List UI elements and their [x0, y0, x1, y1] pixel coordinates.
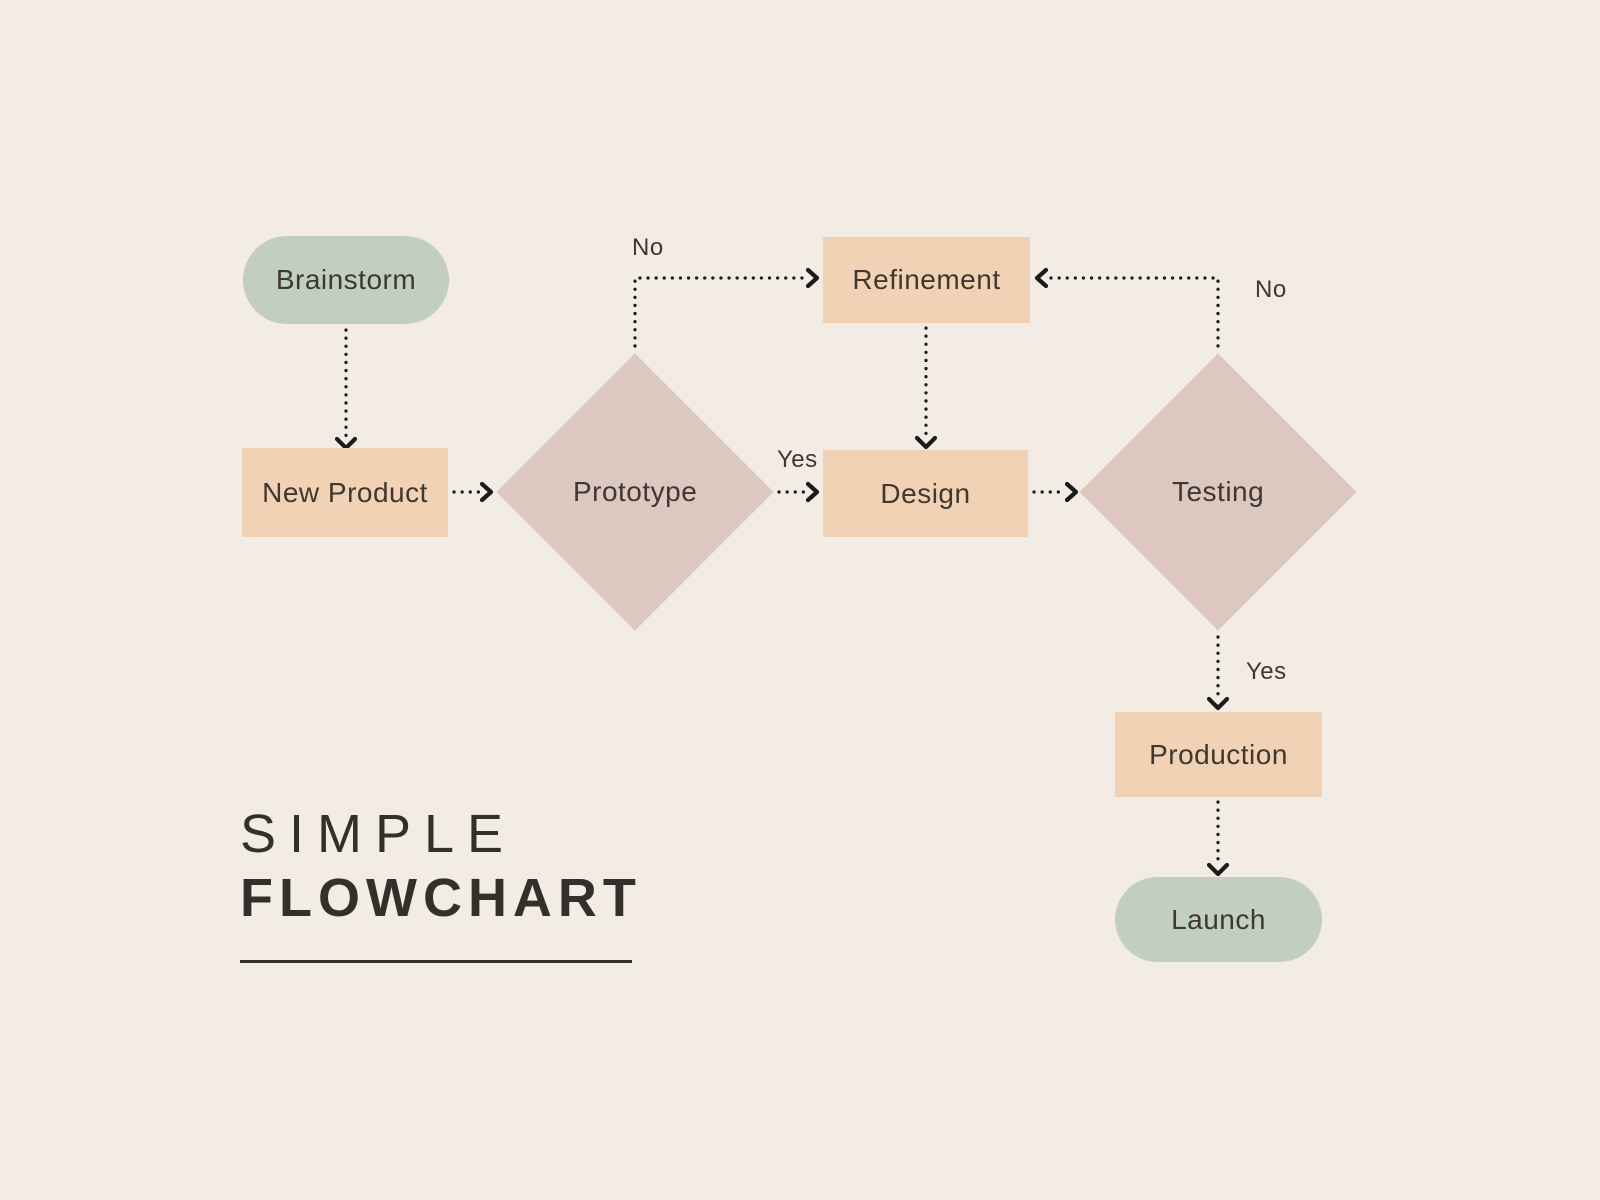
edge-label-testing-yes: Yes [1246, 658, 1287, 685]
node-refinement-label: Refinement [852, 264, 1001, 295]
node-new-product: New Product [242, 448, 448, 537]
node-prototype-label: Prototype [572, 475, 698, 507]
edge-testing-to-refinement [1034, 267, 1220, 348]
edge-new-product-to-prototype [452, 481, 494, 503]
node-production: Production [1115, 712, 1322, 797]
edge-design-to-testing [1032, 481, 1079, 503]
node-design-label: Design [880, 477, 971, 509]
edge-prototype-to-refinement [633, 267, 820, 348]
edge-refinement-to-design [914, 326, 938, 450]
title-line2: FLOWCHART [240, 868, 642, 928]
node-launch-label: Launch [1171, 903, 1266, 935]
edge-label-prototype-yes: Yes [777, 446, 818, 473]
node-design: Design [823, 450, 1028, 537]
edge-production-to-launch [1206, 800, 1230, 877]
title-block: SIMPLE FLOWCHART [240, 804, 642, 963]
node-testing-label: Testing [1171, 476, 1265, 507]
node-brainstorm-label: Brainstorm [275, 264, 417, 295]
node-production-label: Production [1149, 738, 1288, 770]
edge-brainstorm-to-new-product [334, 328, 358, 451]
edge-label-testing-no: No [1255, 276, 1287, 303]
title-underline [240, 960, 632, 963]
node-launch: Launch [1115, 877, 1322, 962]
edge-prototype-to-design [777, 481, 820, 503]
edge-testing-to-production [1206, 635, 1230, 711]
node-new-product-label: New Product [262, 476, 428, 508]
node-refinement: Refinement [823, 237, 1030, 323]
edge-label-prototype-no: No [632, 234, 664, 261]
node-brainstorm: Brainstorm [243, 236, 449, 324]
title-line1: SIMPLE [240, 804, 517, 864]
